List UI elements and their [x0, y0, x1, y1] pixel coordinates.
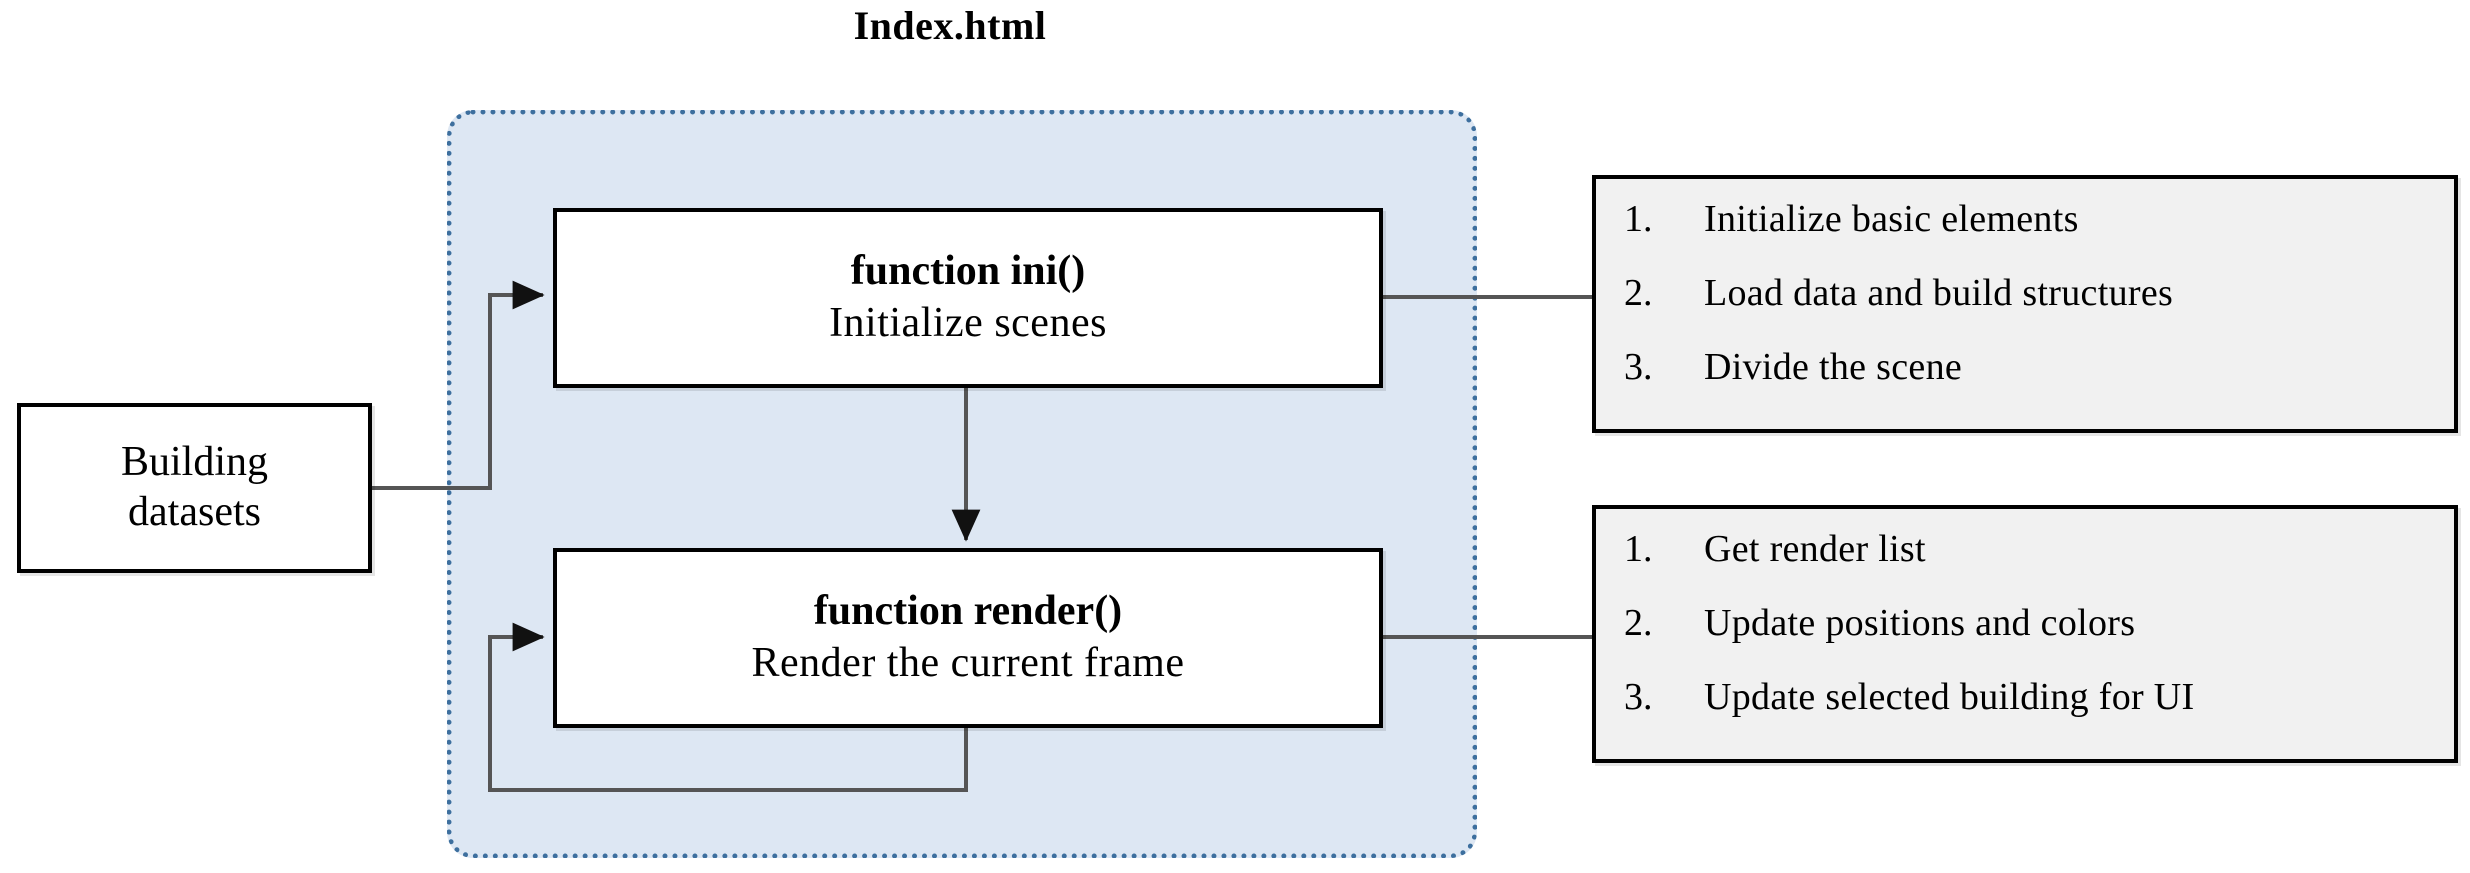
list-item: 1. Get render list [1596, 527, 2454, 601]
page-title: Index.html [853, 3, 1047, 48]
function-ini-description: Initialize scenes [829, 300, 1107, 346]
list-item-text: Update positions and colors [1704, 602, 2136, 644]
list-item-text: Update selected building for UI [1704, 676, 2195, 718]
function-render-box: function render() Render the current fra… [553, 548, 1383, 728]
list-item: 2. Update positions and colors [1596, 601, 2454, 675]
list-item-number: 1. [1624, 198, 1653, 240]
list-item-number: 2. [1624, 272, 1653, 314]
building-datasets-line-2: datasets [128, 489, 261, 535]
function-ini-box: function ini() Initialize scenes [553, 208, 1383, 388]
list-item: 1. Initialize basic elements [1596, 197, 2454, 271]
list-item-text: Get render list [1704, 528, 1926, 570]
list-item: 3. Update selected building for UI [1596, 675, 2454, 749]
building-datasets-box: Building datasets [17, 403, 372, 573]
list-item-number: 3. [1624, 676, 1653, 718]
list-item-text: Initialize basic elements [1704, 198, 2079, 240]
list-item-text: Load data and build structures [1704, 272, 2174, 314]
building-datasets-line-1: Building [120, 439, 269, 486]
list-item-number: 2. [1624, 602, 1653, 644]
building-datasets-content: Building datasets [21, 407, 368, 569]
function-render-description: Render the current frame [751, 640, 1185, 686]
list-item: 2. Load data and build structures [1596, 271, 2454, 345]
function-render-name: function render() [813, 588, 1123, 635]
render-steps-box: 1. Get render list 2. Update positions a… [1592, 505, 2458, 763]
list-item-text: Divide the scene [1704, 346, 1963, 388]
list-item: 3. Divide the scene [1596, 345, 2454, 419]
ini-steps-box: 1. Initialize basic elements 2. Load dat… [1592, 175, 2458, 433]
function-render-content: function render() Render the current fra… [557, 552, 1379, 724]
function-ini-content: function ini() Initialize scenes [557, 212, 1379, 384]
list-item-number: 1. [1624, 528, 1653, 570]
list-item-number: 3. [1624, 346, 1653, 388]
function-ini-name: function ini() [850, 248, 1086, 295]
